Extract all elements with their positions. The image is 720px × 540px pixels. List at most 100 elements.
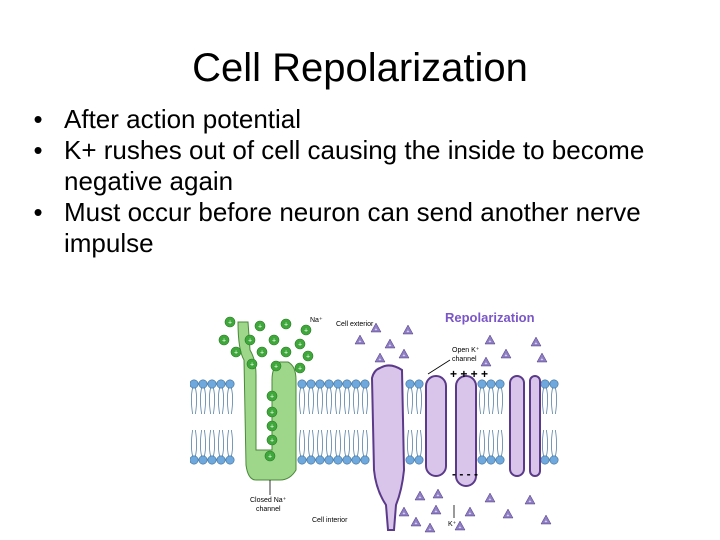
lipid-head	[306, 455, 316, 465]
na-ions: ++++++++++++++++++++	[218, 316, 314, 462]
na-ion	[266, 420, 278, 432]
k-ion	[398, 348, 410, 359]
lipid-head	[333, 455, 343, 465]
k-ion-charge: +	[403, 511, 406, 517]
lipid-head	[297, 455, 307, 465]
k-ion-charge: +	[415, 521, 418, 527]
na-ion-charge: +	[260, 350, 264, 357]
na-ion-charge: +	[284, 350, 288, 357]
lipid-tail	[209, 429, 215, 457]
k-ion-charge: +	[459, 525, 462, 531]
lipid-head	[414, 379, 424, 389]
lipid-tail	[200, 387, 206, 415]
k-ion	[530, 336, 542, 347]
lipid-tail	[227, 387, 233, 415]
lipid-tail	[326, 387, 332, 415]
k-ion	[524, 494, 536, 505]
lipid-head	[333, 379, 343, 389]
diagram-heading: Repolarization	[445, 310, 535, 325]
k-ion	[414, 490, 426, 501]
na-ion-charge: +	[248, 338, 252, 345]
k-channel-right-2	[455, 375, 477, 487]
lipid-tail	[407, 429, 413, 457]
na-ion	[294, 362, 306, 374]
na-ion	[230, 346, 242, 358]
lipid-tail	[227, 429, 233, 457]
lipid-head	[540, 455, 550, 465]
na-ion	[302, 350, 314, 362]
na-ion	[270, 360, 282, 372]
k-ion-charge: +	[437, 493, 440, 499]
na-ion-charge: +	[298, 366, 302, 373]
k-ion-charge: +	[375, 327, 378, 333]
na-ion	[294, 338, 306, 350]
na-ion-charge: +	[304, 328, 308, 335]
lipid-head	[190, 455, 199, 465]
na-ion-charge: +	[270, 438, 274, 445]
na-ion-charge: +	[268, 454, 272, 461]
k-channel-right-1	[425, 375, 447, 477]
lipid-head	[342, 379, 352, 389]
na-ion	[264, 450, 276, 462]
k-ion-charge: +	[403, 353, 406, 359]
na-ion	[280, 318, 292, 330]
lipid-tail	[209, 387, 215, 415]
lipid-head	[360, 455, 370, 465]
lipid-tail	[542, 387, 548, 415]
closed-na-channel-label-1: Closed Na⁺	[250, 497, 287, 504]
lipid-tail	[308, 429, 314, 457]
na-ion	[254, 320, 266, 332]
na-ion-charge: +	[298, 342, 302, 349]
k-ion-charge: +	[545, 519, 548, 525]
lipid-tail	[299, 387, 305, 415]
open-k-channel-label-2: channel	[452, 356, 477, 363]
k-ion	[464, 506, 476, 517]
lipid-head	[486, 455, 496, 465]
lipid-head	[324, 455, 334, 465]
k-ion	[354, 334, 366, 345]
open-k-pointer	[427, 359, 451, 375]
na-ion-charge: +	[272, 338, 276, 345]
k-ion-charge: +	[529, 499, 532, 505]
na-ion	[256, 346, 268, 358]
minus-charges: - - - -	[452, 467, 478, 481]
na-ion	[246, 358, 258, 370]
lipid-head	[414, 455, 424, 465]
k-ion	[402, 324, 414, 335]
k-ion	[502, 508, 514, 519]
lipid-tail	[488, 387, 494, 415]
lipid-tail	[407, 387, 413, 415]
bullet-text: After action potential	[64, 104, 302, 134]
cell-interior-label: Cell interior	[312, 517, 348, 524]
lipid-tail	[497, 429, 503, 457]
k-ion-charge: +	[507, 513, 510, 519]
k-ion-charge: +	[505, 353, 508, 359]
lipid-tail	[218, 429, 224, 457]
k-ion	[424, 522, 436, 533]
lipid-head	[405, 455, 415, 465]
lipid-tail	[299, 429, 305, 457]
na-ion-charge: +	[222, 338, 226, 345]
lipid-tail	[326, 429, 332, 457]
lipid-head	[306, 379, 316, 389]
lipid-tail	[317, 429, 323, 457]
na-ion	[280, 346, 292, 358]
k-ion-charge: +	[407, 329, 410, 335]
lipid-head	[198, 455, 208, 465]
membrane-heads-top	[190, 379, 559, 389]
cell-exterior-label: Cell exterior	[336, 321, 374, 328]
lipid-tail	[416, 429, 422, 457]
bullet-text: Must occur before neuron can send anothe…	[64, 197, 641, 258]
k-ion-charge: +	[419, 495, 422, 501]
na-ion	[244, 334, 256, 346]
bullet-item: •Must occur before neuron can send anoth…	[28, 197, 708, 259]
lipid-head	[225, 455, 235, 465]
lipid-tail	[191, 387, 197, 415]
na-ion-charge: +	[228, 320, 232, 327]
lipid-tail	[488, 429, 494, 457]
k-channel-right-4	[529, 375, 541, 477]
k-ion	[432, 488, 444, 499]
k-ion	[374, 352, 386, 363]
lipid-tail	[317, 387, 323, 415]
na-ion-charge: +	[250, 362, 254, 369]
